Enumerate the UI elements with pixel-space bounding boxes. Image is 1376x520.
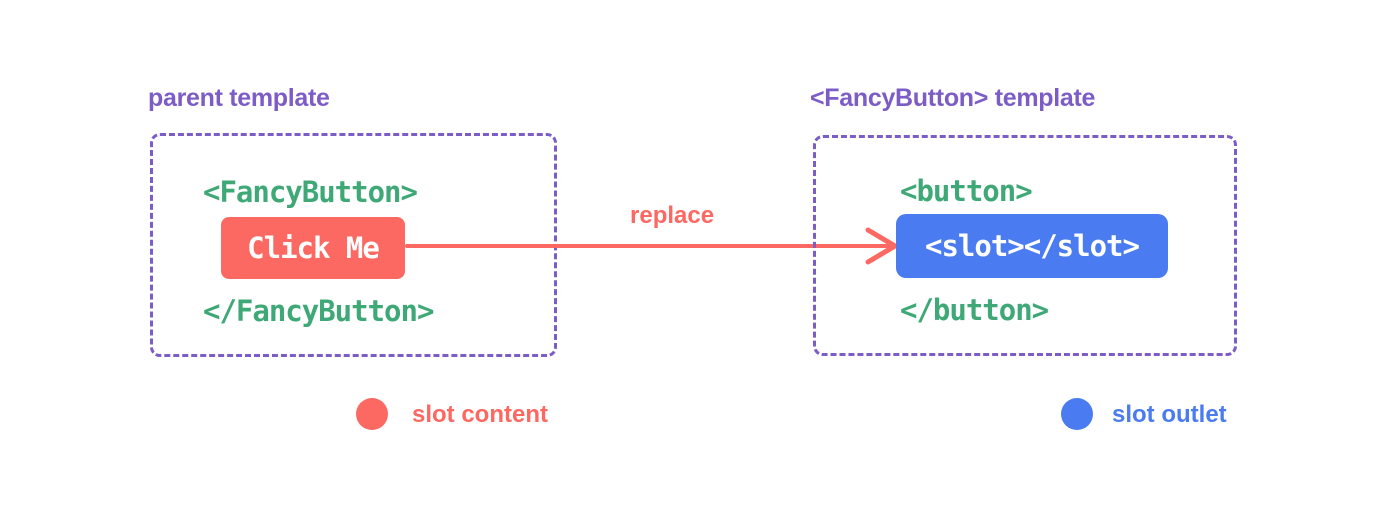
parent-template-title: parent template [148,84,330,112]
slot-content-chip: Click Me [221,217,405,279]
parent-open-tag: <FancyButton> [203,175,418,209]
replace-arrow-head [865,227,898,265]
slot-content-text: Click Me [247,231,380,265]
slot-outlet-text: <slot></slot> [925,229,1140,263]
slot-content-legend-dot [356,398,388,430]
slot-content-legend-label: slot content [412,401,548,428]
replace-label: replace [630,202,715,229]
replace-arrow [405,227,898,265]
parent-close-tag: </FancyButton> [203,294,434,328]
slot-outlet-legend-label: slot outlet [1112,401,1227,428]
fancybutton-template-title: <FancyButton> template [810,84,1096,112]
fancybutton-template-box [813,135,1237,356]
slot-outlet-legend-dot [1061,398,1093,430]
button-close-tag: </button> [900,293,1049,327]
slot-outlet-chip: <slot></slot> [896,214,1168,278]
button-open-tag: <button> [900,174,1033,208]
